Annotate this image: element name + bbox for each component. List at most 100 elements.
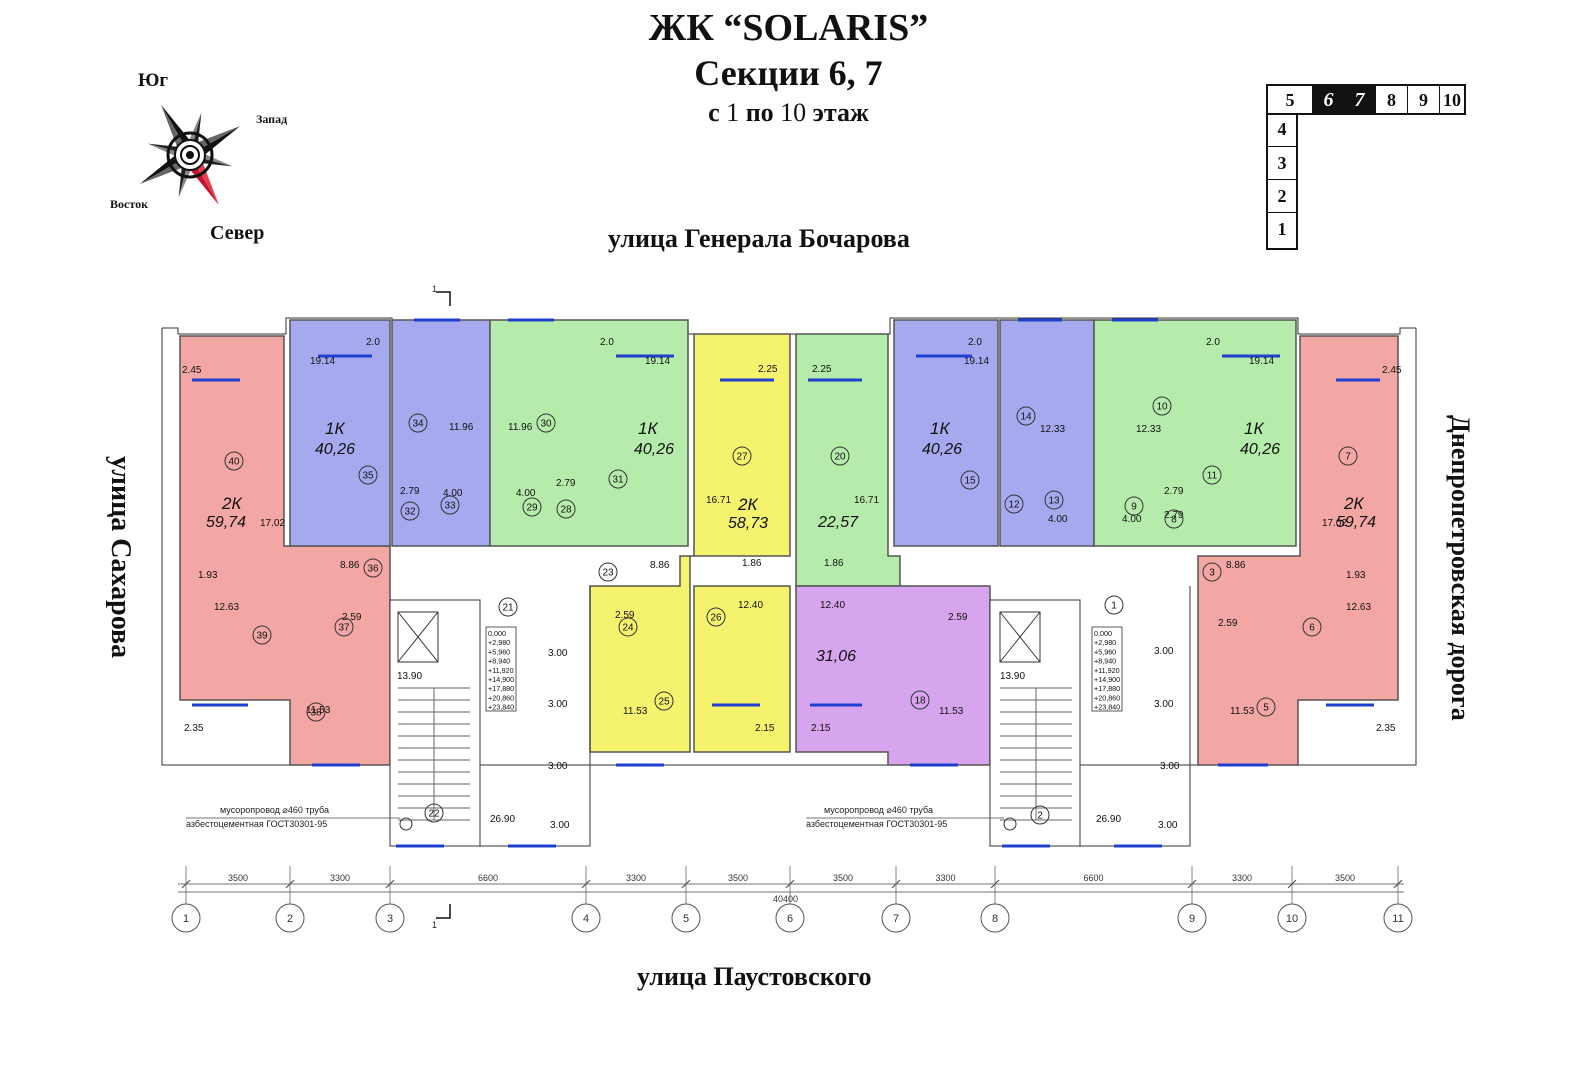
dim-span: 3500	[833, 873, 853, 883]
section-key-7: 7	[1344, 86, 1376, 113]
chute-note-right-2: азбестоцементная ГОСТ30301-95	[806, 819, 947, 829]
svg-text:4: 4	[583, 913, 589, 925]
axis-8: 8	[980, 866, 1010, 933]
room-area: 2.15	[755, 723, 775, 734]
svg-text:15: 15	[964, 476, 976, 487]
axis-5: 5	[671, 866, 701, 933]
svg-text:13: 13	[1048, 496, 1060, 507]
svg-text:14: 14	[1020, 412, 1032, 423]
svg-text:25: 25	[658, 697, 670, 708]
room-area: 2.45	[1382, 365, 1402, 376]
level-mark: +2,980	[1094, 638, 1116, 647]
room-area: 12.40	[738, 600, 763, 611]
apartment-15	[893, 319, 1095, 547]
svg-text:3: 3	[1209, 568, 1215, 579]
level-mark: +14,900	[1094, 675, 1120, 684]
svg-text:1: 1	[183, 913, 189, 925]
section-mark-bottom: 1	[432, 920, 437, 930]
room-area: 3.00	[1160, 761, 1180, 772]
axis-3: 3	[375, 866, 405, 933]
room-area: 19.14	[964, 356, 989, 367]
level-mark: +20,860	[1094, 693, 1120, 702]
room-area: 3.00	[548, 648, 568, 659]
room-area: 3.00	[1154, 699, 1174, 710]
dim-span: 6600	[478, 873, 498, 883]
room-area: 11.53	[939, 706, 964, 717]
room-number: 26	[706, 607, 726, 627]
floor-to: 10	[780, 98, 807, 127]
level-mark: +5,960	[488, 647, 510, 656]
room-number: 9	[1124, 496, 1144, 516]
room-number: 31	[608, 469, 628, 489]
section-key-3: 3	[1268, 147, 1296, 180]
room-number: 1	[1104, 595, 1124, 615]
axis-6: 6	[775, 866, 805, 933]
room-area: 2.79	[556, 478, 576, 489]
apt-area-2: 40,26	[634, 441, 674, 458]
level-mark: +8,940	[488, 657, 510, 666]
room-area: 2.0	[366, 337, 380, 348]
room-area: 3.00	[548, 699, 568, 710]
room-area: 8.86	[650, 560, 670, 571]
svg-text:28: 28	[560, 505, 572, 516]
floor-from-prefix: с	[708, 98, 727, 127]
apt-area-6: 40,26	[1240, 441, 1280, 458]
section-key-1: 1	[1277, 219, 1287, 239]
room-number: 37	[334, 617, 354, 637]
apt-type-0: 2К	[221, 494, 242, 513]
axis-10: 10	[1277, 866, 1307, 933]
room-area: 19.14	[1249, 356, 1274, 367]
svg-text:40: 40	[228, 457, 240, 468]
apt-type-3: 2К	[737, 495, 758, 514]
room-area: 2.0	[600, 337, 614, 348]
axis-11: 11	[1383, 866, 1413, 933]
level-mark: +5,960	[1094, 647, 1116, 656]
room-area: 11.53	[1230, 706, 1255, 717]
room-area: 2.35	[184, 723, 204, 734]
title-line-3: с 1 по 10 этаж	[0, 98, 1577, 128]
svg-text:30: 30	[540, 419, 552, 430]
room-number: 34	[408, 413, 428, 433]
compass-north-label: Север	[210, 222, 265, 244]
apartment-35	[289, 319, 491, 547]
compass-east-label: Восток	[110, 197, 148, 211]
street-top: улица Генерала Бочарова	[608, 224, 910, 253]
room-number: 21	[498, 597, 518, 617]
room-area: 13.90	[1000, 671, 1025, 682]
room-number: 30	[536, 413, 556, 433]
dim-total: 40400	[773, 894, 798, 904]
room-area: 12.63	[1346, 602, 1371, 613]
svg-text:10: 10	[1286, 913, 1298, 925]
svg-text:18: 18	[914, 696, 926, 707]
level-mark: +23,840	[488, 703, 514, 712]
room-area: 2.59	[342, 612, 362, 623]
svg-text:21: 21	[502, 603, 514, 614]
room-number: 13	[1044, 490, 1064, 510]
svg-text:32: 32	[404, 507, 416, 518]
chute-note-right-1: мусоропровод ⌀460 труба	[824, 805, 933, 815]
level-marks-0: 0,000+2,980+5,960+8,940+11,920+14,900+17…	[485, 626, 517, 712]
room-number: 5	[1256, 697, 1276, 717]
street-bottom: улица Паустовского	[637, 962, 872, 991]
room-area: 1.93	[198, 570, 218, 581]
apt-area-1: 40,26	[315, 441, 355, 458]
room-area: 2.35	[1376, 723, 1396, 734]
room-area: 19.14	[310, 356, 335, 367]
svg-text:9: 9	[1131, 502, 1137, 513]
svg-text:23: 23	[602, 568, 614, 579]
compass-rose-icon	[139, 104, 241, 206]
room-area: 2.59	[1218, 618, 1238, 629]
chute-note-left-1: мусоропровод ⌀460 труба	[220, 805, 329, 815]
room-number: 28	[556, 499, 576, 519]
level-mark: +17,880	[1094, 684, 1120, 693]
stair-core-left	[389, 599, 481, 847]
svg-text:6: 6	[787, 913, 793, 925]
room-number: 29	[522, 497, 542, 517]
room-area: 8.86	[340, 560, 360, 571]
room-area: 3.00	[1154, 646, 1174, 657]
room-number: 36	[363, 558, 383, 578]
svg-text:20: 20	[834, 452, 846, 463]
room-area: 3.00	[548, 761, 568, 772]
room-area: 2.79	[1164, 510, 1184, 521]
